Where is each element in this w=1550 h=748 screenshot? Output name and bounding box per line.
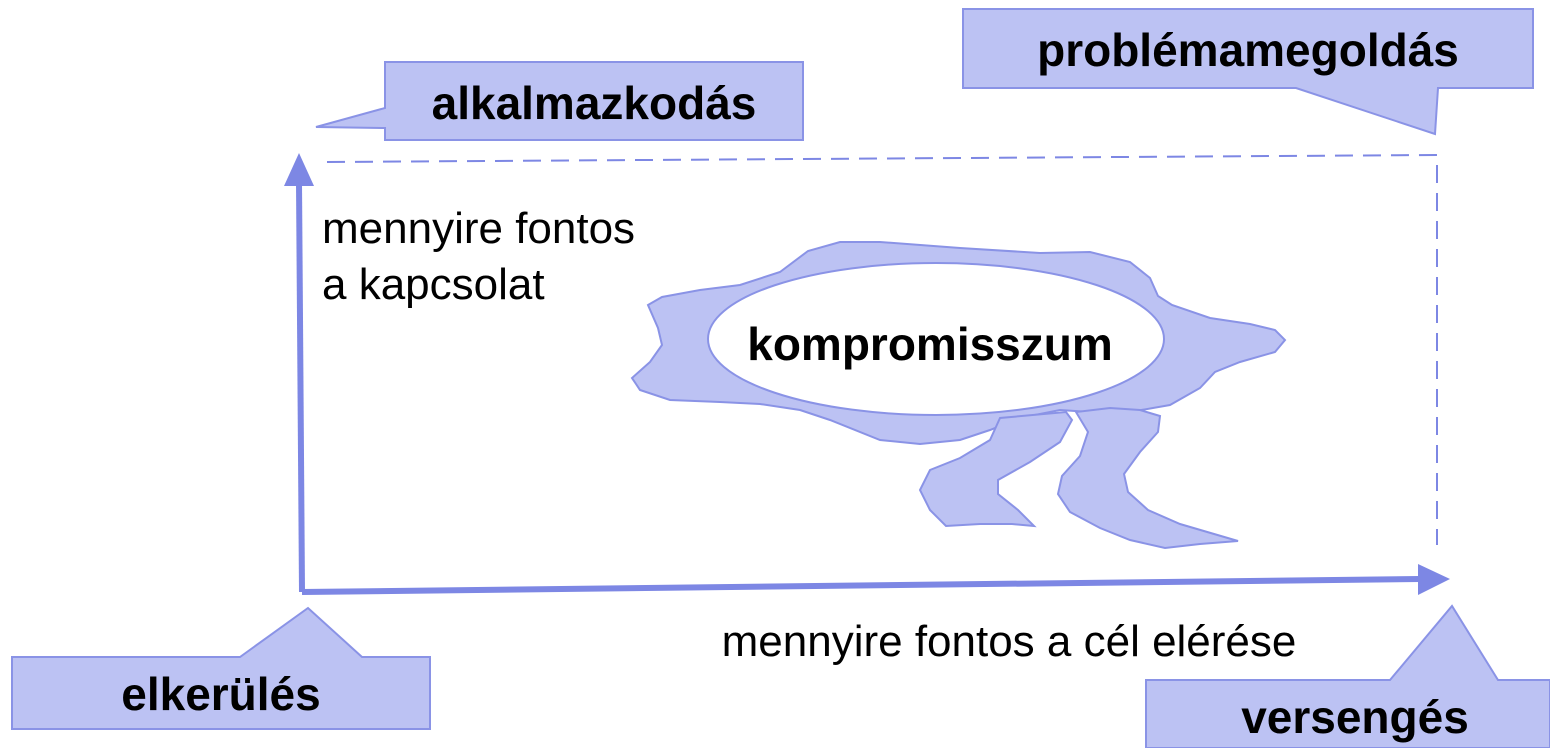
callout-problemamegoldas: problémamegoldás	[962, 8, 1534, 136]
x-axis	[301, 564, 1450, 595]
label-versenges: versengés	[1241, 691, 1469, 743]
label-alkalmazkodas: alkalmazkodás	[432, 77, 757, 129]
cloud-inner	[707, 262, 1165, 416]
callout-alkalmazkodas: alkalmazkodás	[315, 61, 804, 141]
y-axis-label-line2: a kapcsolat	[322, 260, 545, 309]
label-problemamegoldas: problémamegoldás	[1037, 24, 1459, 76]
y-axis-label-line1: mennyire fontos	[322, 204, 635, 253]
kompromisszum-cloud: kompromisszum	[630, 241, 1287, 550]
dashed-boundary	[326, 153, 1438, 545]
callout-elkerules: elkerülés	[11, 606, 431, 730]
y-axis	[284, 153, 314, 593]
label-kompromisszum: kompromisszum	[747, 318, 1113, 370]
cloud-tail-right	[1056, 406, 1239, 550]
callout-versenges: versengés	[1145, 604, 1550, 748]
label-elkerules: elkerülés	[121, 668, 320, 720]
x-axis-label: mennyire fontos a cél elérése	[722, 617, 1297, 666]
x-axis-arrowhead	[1418, 564, 1450, 595]
cloud-tail-left	[918, 410, 1074, 528]
y-axis-arrowhead	[284, 153, 314, 186]
